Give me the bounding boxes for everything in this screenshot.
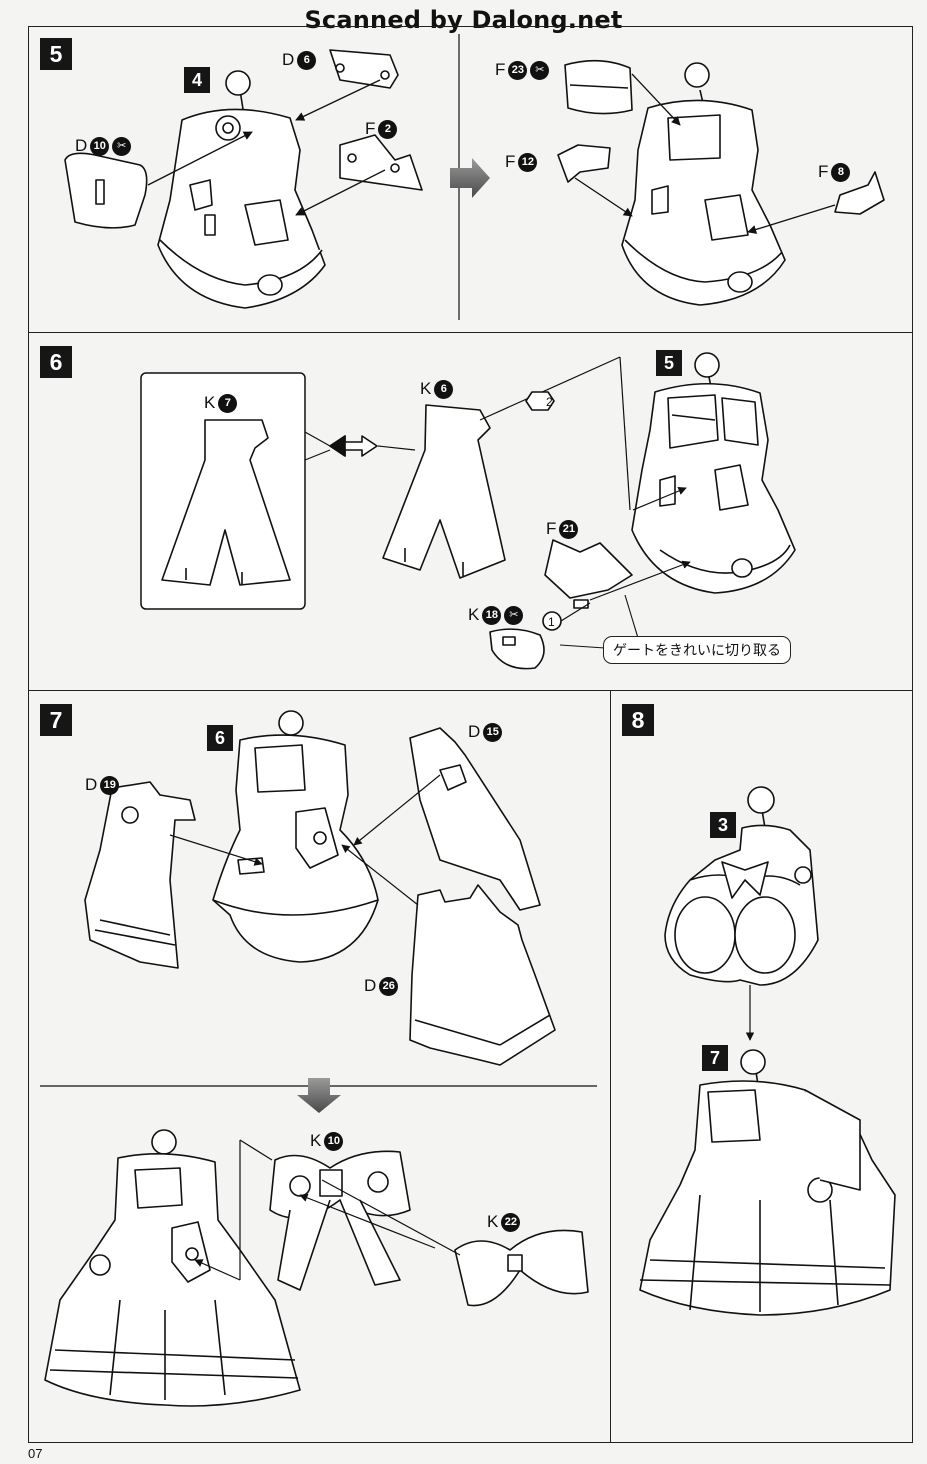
step-7-sub-badge-6: 6 (207, 725, 233, 751)
part-f2 (340, 135, 422, 190)
nipper-icon: ✂ (530, 60, 550, 80)
page-number: 07 (28, 1446, 43, 1461)
step7-torso (213, 711, 378, 962)
part-k10 (270, 1151, 410, 1290)
step-5-badge: 5 (40, 38, 72, 70)
step-8-panel (610, 690, 913, 1443)
order-2-digit: 2 (546, 395, 553, 409)
step5-torso-left (158, 71, 325, 308)
step6-torso (632, 353, 795, 593)
order-1-digit: 1 (548, 615, 555, 629)
part-f8 (835, 172, 884, 214)
gate-trim-note: ゲートをきれいに切り取る (603, 636, 791, 664)
step-8-sub-badge-3: 3 (710, 812, 736, 838)
step-6-sub-badge-5: 5 (656, 350, 682, 376)
part-d26 (410, 885, 555, 1065)
part-f12 (558, 145, 610, 182)
watermark-text: Scanned by Dalong.net (304, 6, 623, 34)
step-8-sub-badge-7: 7 (702, 1045, 728, 1071)
step8-bust (665, 787, 818, 985)
part-f23 (565, 61, 632, 114)
part-k7 (162, 420, 290, 585)
part-f21 (545, 540, 632, 608)
step-5-sub-badge-4: 4 (184, 67, 210, 93)
step5-torso-right (622, 63, 785, 305)
part-d15 (410, 728, 540, 910)
step7-dress (45, 1130, 300, 1406)
step8-dress (640, 1050, 895, 1315)
nipper-icon: ✂ (504, 605, 524, 625)
step-8-badge: 8 (622, 704, 654, 736)
part-k22 (455, 1230, 588, 1305)
part-k18 (490, 629, 544, 668)
part-d10 (65, 153, 147, 228)
step-6-badge: 6 (40, 346, 72, 378)
double-arrow (330, 436, 377, 456)
part-k6 (383, 405, 505, 578)
part-d19 (85, 782, 195, 968)
part-d6 (330, 50, 398, 88)
nipper-icon: ✂ (112, 136, 132, 156)
step-7-badge: 7 (40, 704, 72, 736)
